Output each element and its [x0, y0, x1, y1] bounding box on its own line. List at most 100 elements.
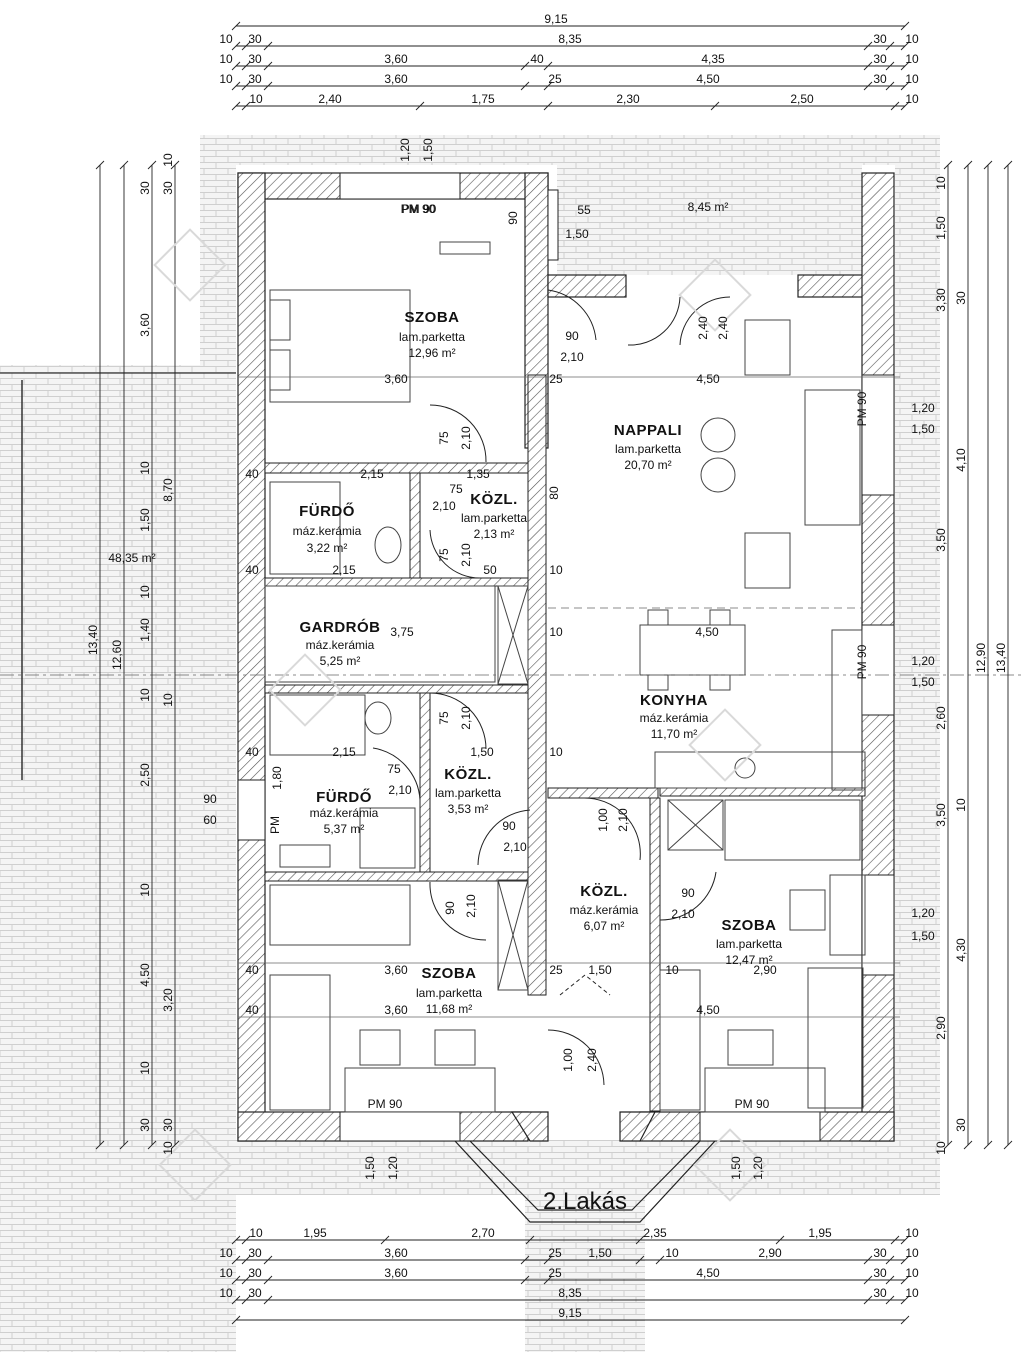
room-area: 12,47 m² — [725, 953, 772, 967]
room-name: SZOBA — [405, 309, 460, 326]
windows — [237, 172, 895, 1142]
dimension-label: 10 — [905, 1246, 919, 1260]
dimension-label: 30 — [248, 1266, 262, 1280]
dimension-label: 10 — [219, 1266, 233, 1280]
dimension-label: 1,50 — [588, 1246, 612, 1260]
dimension-label: 30 — [873, 1246, 887, 1260]
dimension-label: 1,50 — [138, 508, 152, 532]
dimension-label: 30 — [248, 32, 262, 46]
annotation-label: 3,75 — [390, 625, 414, 639]
annotation-label: 1,20 — [911, 906, 935, 920]
dimension-label: 10 — [665, 1246, 679, 1260]
dimension-label: 12,90 — [974, 643, 988, 673]
annotation-label: 2,10 — [388, 783, 412, 797]
dimension-label: 30 — [161, 181, 175, 195]
annotation-label: 2,40 — [585, 1048, 599, 1072]
dimension-label: 10 — [905, 52, 919, 66]
annotation-label: 1,20 — [911, 401, 935, 415]
dimension-label: 13,40 — [994, 643, 1008, 673]
room-name: NAPPALI — [614, 422, 682, 439]
dimension-label: 10 — [219, 32, 233, 46]
dimension-label: 3,50 — [934, 803, 948, 827]
room-floor: lam.parketta — [416, 986, 482, 1000]
annotation-label: 1,20 — [751, 1156, 765, 1180]
annotation-label: 2,90 — [753, 963, 777, 977]
dimension-label: 10 — [138, 585, 152, 599]
dimension-label: 30 — [954, 291, 968, 305]
dimension-label: 2,35 — [643, 1226, 667, 1240]
grid-lines — [0, 376, 1024, 1018]
dimension-label: 8,35 — [558, 1286, 582, 1300]
room-floor: lam.parketta — [461, 511, 527, 525]
dimension-label: 10 — [219, 1246, 233, 1260]
dimension-label: 30 — [954, 1118, 968, 1132]
dimension-label: 8,35 — [558, 32, 582, 46]
annotation-label: 40 — [245, 963, 259, 977]
annotation-label: 3,60 — [384, 1003, 408, 1017]
room-name: SZOBA — [722, 917, 777, 934]
annotation-label: 90 — [506, 211, 520, 225]
dimension-label: 10 — [219, 1286, 233, 1300]
annotation-label: 90 — [565, 329, 579, 343]
room-name: KÖZL. — [444, 766, 492, 783]
dimension-label: 1,95 — [808, 1226, 832, 1240]
room-area: 2,13 m² — [474, 527, 515, 541]
dimension-label: 9,15 — [544, 12, 568, 26]
dimension-label: 10 — [138, 883, 152, 897]
annotation-label: 2,40 — [716, 316, 730, 340]
annotation-label: 4,50 — [695, 625, 719, 639]
annotation-label: 1,50 — [421, 138, 435, 162]
annotation-label: 2,10 — [459, 706, 473, 730]
annotation-label: 55 — [577, 203, 591, 217]
dimension-label: 4,50 — [696, 1266, 720, 1280]
annotation-label: 1,50 — [565, 227, 589, 241]
watermark — [153, 228, 767, 1202]
dimension-label: 1,95 — [303, 1226, 327, 1240]
dimension-label: 4,35 — [701, 52, 725, 66]
annotation-label: 10 — [549, 563, 563, 577]
annotation-label: 75 — [437, 711, 451, 725]
annotation-label: PM 90 — [735, 1097, 770, 1111]
garden-area-label: 48,35 m² — [108, 551, 155, 565]
room-floor: máz.kerámia — [293, 524, 362, 538]
annotation-label: PM 90 — [401, 202, 436, 216]
annotation-label: 40 — [245, 745, 259, 759]
entry-brick — [525, 1195, 645, 1352]
annotation-label: 2,40 — [696, 316, 710, 340]
room-area: 11,68 m² — [426, 1002, 472, 1016]
annotation-label: 4,50 — [696, 1003, 720, 1017]
annotation-label: 2,10 — [616, 808, 630, 832]
room-name: KÖZL. — [470, 491, 518, 508]
annotation-label: PM 90 — [402, 202, 437, 216]
room-floor: lam.parketta — [399, 330, 465, 344]
dimension-label: 1,75 — [471, 92, 495, 106]
dimension-lines — [95, 21, 1013, 1325]
terrace-area-label: 8,45 m² — [688, 200, 729, 214]
dimension-label: 8,70 — [161, 478, 175, 502]
annotation-label: 3,60 — [384, 372, 408, 386]
dimension-label: 30 — [873, 1266, 887, 1280]
annotation-label: 1,20 — [911, 654, 935, 668]
dimension-label: 25 — [548, 1266, 562, 1280]
room-floor: máz.kerámia — [306, 638, 375, 652]
annotation-label: 1,50 — [363, 1156, 377, 1180]
dimension-label: 9,15 — [558, 1306, 582, 1320]
annotation-label: 75 — [437, 548, 451, 562]
dimension-label: 1,40 — [138, 618, 152, 642]
annotation-label: 1,80 — [270, 766, 284, 790]
annotation-label: 40 — [245, 1003, 259, 1017]
dimension-label: 2,40 — [318, 92, 342, 106]
room-name: GARDRÓB — [300, 618, 381, 636]
dimension-label: 3,50 — [934, 528, 948, 552]
dimension-label: 3,60 — [384, 72, 408, 86]
annotation-label: 75 — [437, 431, 451, 445]
room-floor: máz.kerámia — [310, 806, 379, 820]
annotation-label: 40 — [245, 563, 259, 577]
annotation-label: 1,50 — [911, 929, 935, 943]
dimension-label: 30 — [161, 1118, 175, 1132]
garden-area — [0, 365, 236, 1352]
annotation-label: 2,10 — [432, 499, 456, 513]
room-area: 3,53 m² — [448, 802, 489, 816]
annotation-label: 75 — [387, 762, 401, 776]
room-area: 12,96 m² — [408, 346, 455, 360]
